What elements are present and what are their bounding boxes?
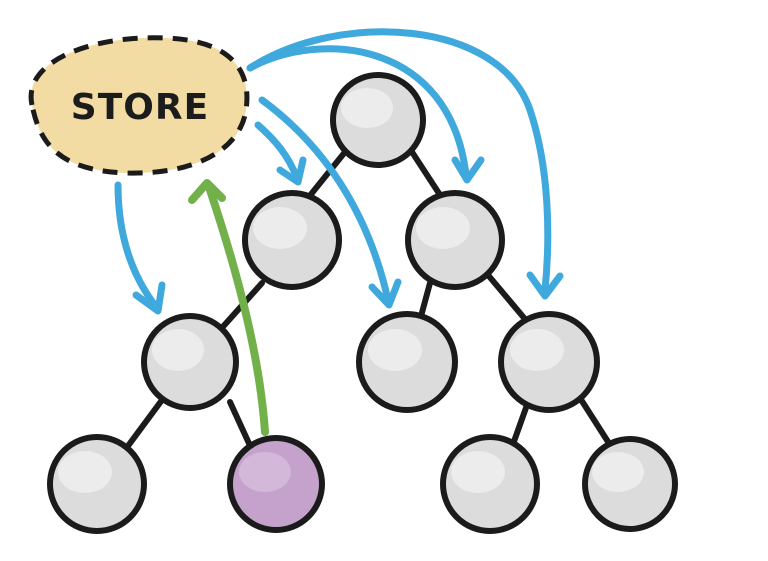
blue-arrow-to-level3-left	[114, 181, 166, 315]
tree-node-level3-middle	[356, 311, 458, 413]
store-to-node-arrows	[114, 28, 564, 315]
edge-leftleft-to-bottom-1	[122, 397, 165, 453]
edge-right-to-rightright	[485, 272, 533, 328]
blue-arrow-to-level3-middle	[258, 96, 402, 309]
tree-edges	[122, 149, 615, 453]
node-to-store-arrow	[188, 179, 269, 436]
tree-node-level2-right	[405, 190, 505, 290]
blue-arrow-to-level3-right	[246, 28, 564, 300]
edge-leftleft-to-bottom-2	[227, 399, 255, 453]
edge-rightright-to-bottom-4	[577, 395, 615, 451]
tree-node-level3-left	[141, 313, 239, 411]
tree-node-leaf-1	[47, 434, 147, 534]
tree-node-root	[330, 72, 426, 168]
store-label: STORE	[71, 87, 209, 128]
edge-root-to-left	[305, 149, 348, 201]
tree-node-level2-left	[242, 190, 342, 290]
tree-nodes	[47, 72, 678, 534]
tree-node-leaf-2-highlighted	[227, 435, 325, 533]
tree-node-leaf-3	[440, 434, 540, 534]
edge-root-to-right	[409, 149, 445, 201]
blue-arrow-to-level2-left	[254, 121, 307, 186]
tree-node-level3-right	[498, 311, 600, 413]
store-blob: STORE	[28, 35, 250, 176]
blue-arrow-to-level2-right	[246, 45, 485, 184]
store-shape	[28, 35, 250, 176]
tree-node-leaf-4	[582, 436, 678, 532]
edge-rightright-to-bottom-3	[509, 402, 530, 450]
